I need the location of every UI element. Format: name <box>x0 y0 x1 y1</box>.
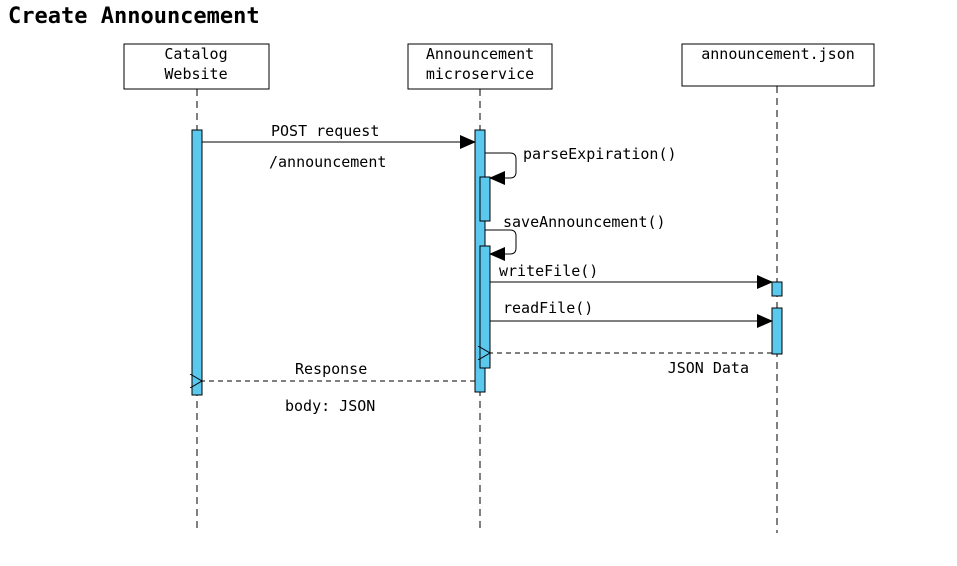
message-write-file: writeFile() <box>490 262 773 289</box>
activation-json-write <box>771 281 783 297</box>
message-response-label-line1: Response <box>295 360 367 378</box>
message-json-data-return: JSON Data <box>490 353 772 377</box>
participant-catalog-label-line1: Catalog <box>164 45 227 63</box>
message-read-file: readFile() <box>490 299 773 328</box>
message-parse-expiration: parseExpiration() <box>485 145 677 185</box>
participant-service-label-line2: microservice <box>426 65 534 83</box>
message-response-label-line2: body: JSON <box>285 397 375 415</box>
activation-service-parse <box>479 176 491 222</box>
message-save-label: saveAnnouncement() <box>503 213 666 231</box>
diagram-title: Create Announcement <box>8 4 260 29</box>
message-read-label: readFile() <box>503 299 593 317</box>
message-json-data-label: JSON Data <box>668 359 749 377</box>
participant-catalog-label-line2: Website <box>164 65 227 83</box>
participant-catalog: Catalog Website <box>123 43 270 90</box>
message-parse-label: parseExpiration() <box>523 145 677 163</box>
activation-catalog <box>191 129 203 396</box>
participant-json-label: announcement.json <box>701 45 855 63</box>
participant-service-label-line1: Announcement <box>426 45 534 63</box>
message-post-label-line2: /announcement <box>269 153 386 171</box>
participant-json: announcement.json <box>681 43 875 87</box>
message-save-announcement: saveAnnouncement() <box>485 213 666 261</box>
activation-service-save <box>479 245 491 369</box>
participant-service: Announcement microservice <box>407 43 553 90</box>
message-post-label-line1: POST request <box>271 122 379 140</box>
message-write-label: writeFile() <box>499 262 598 280</box>
message-post-request: POST request /announcement <box>202 122 476 171</box>
activation-json-read <box>771 307 783 355</box>
message-response-return: Response body: JSON <box>202 360 475 415</box>
